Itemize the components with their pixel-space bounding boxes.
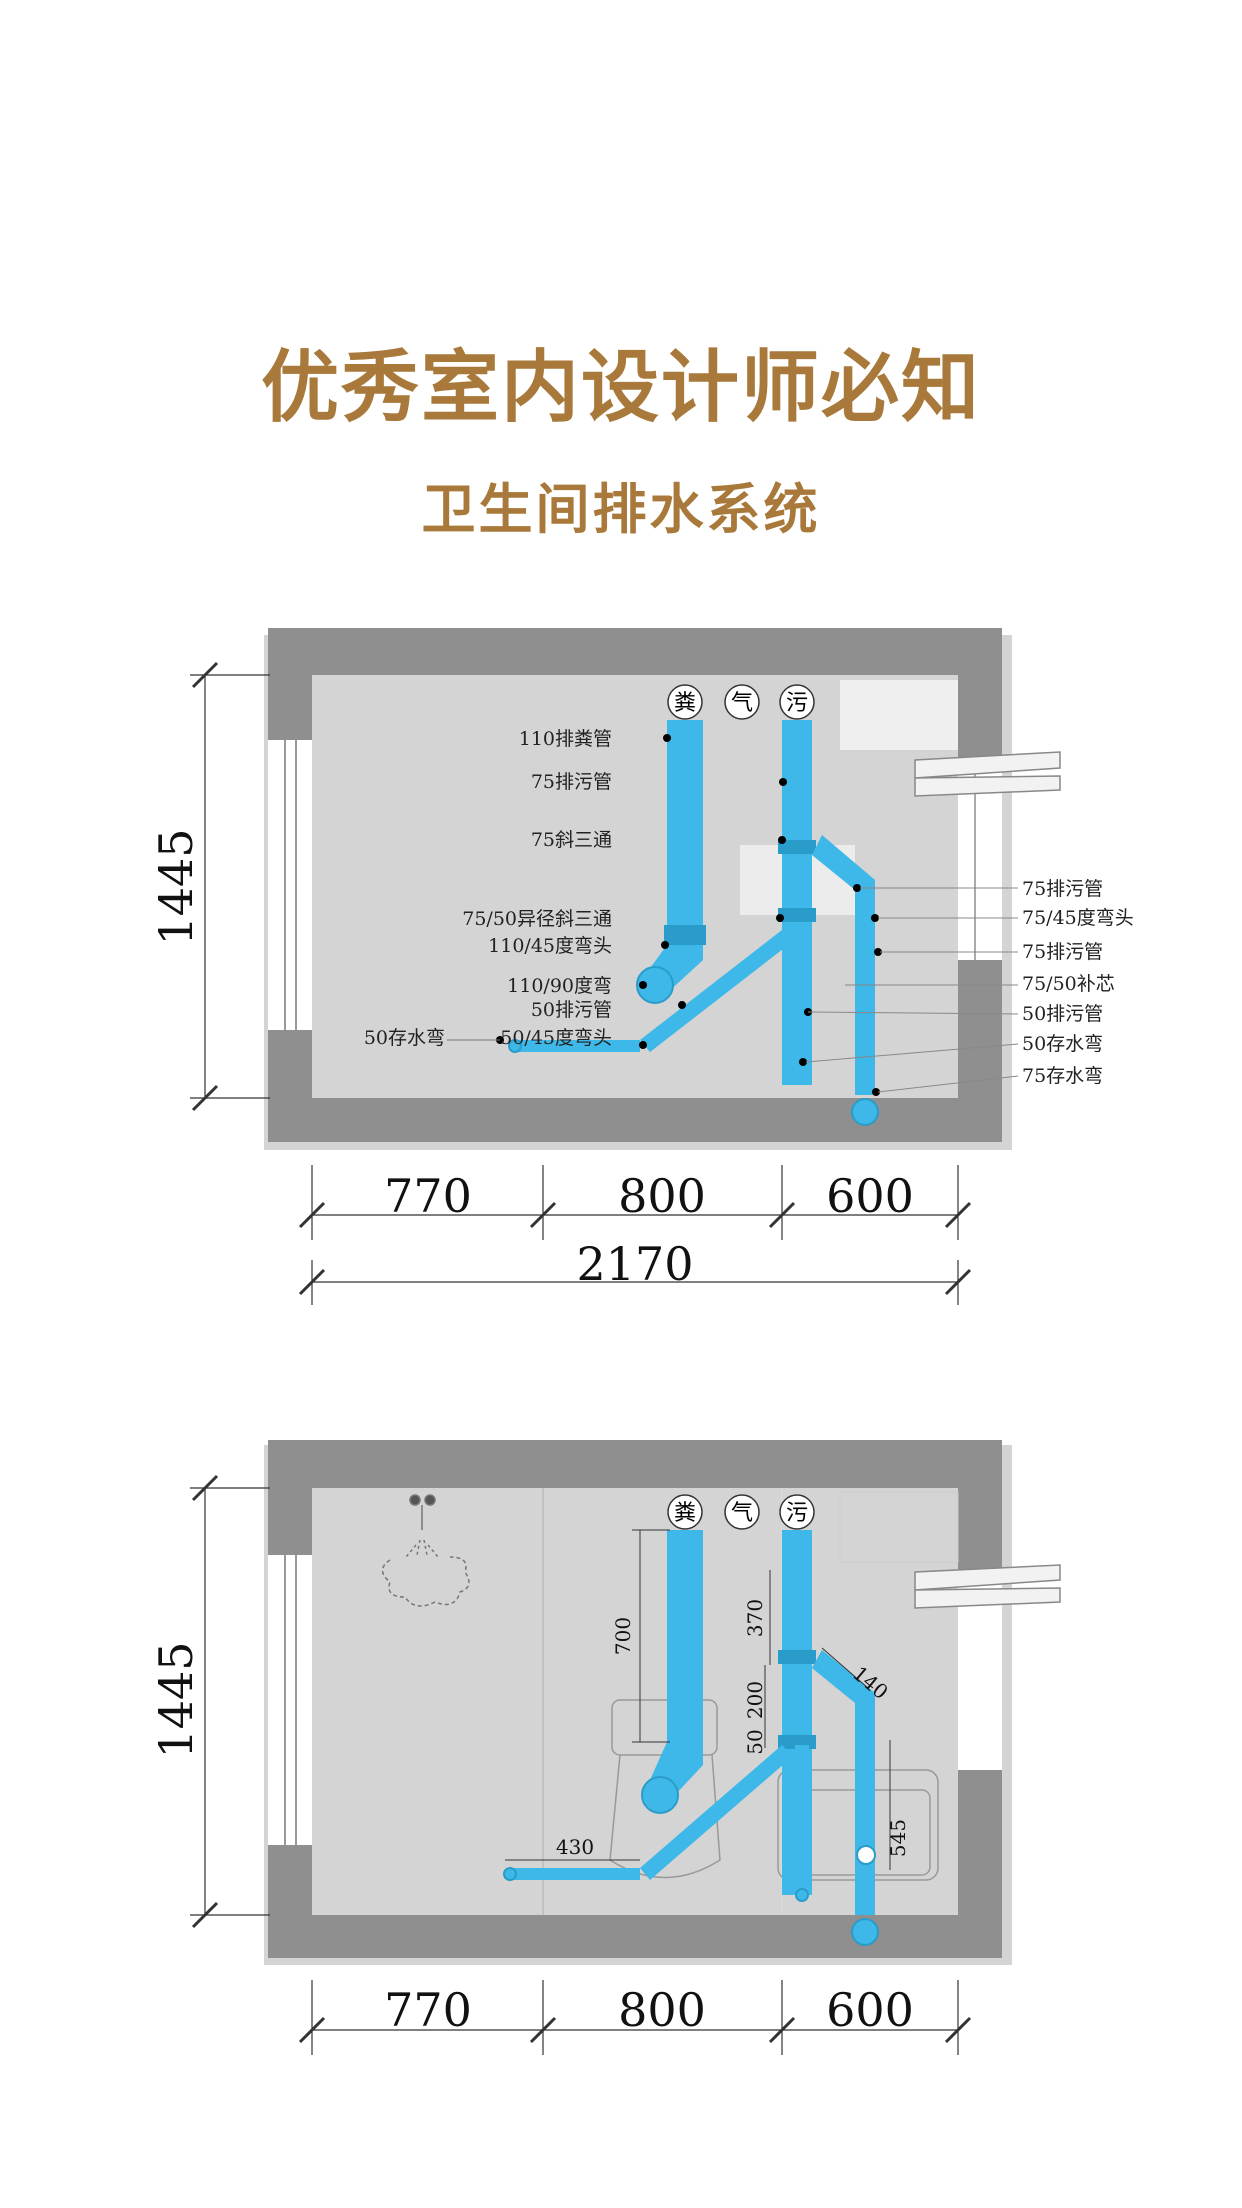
dim-50: 50 — [743, 1729, 767, 1754]
height-dimension — [190, 661, 270, 1112]
tag-waste: 污 — [786, 691, 808, 716]
waste-50-vertical — [795, 1745, 809, 1895]
trap-50 — [503, 1867, 517, 1881]
waste-50-vertical — [795, 930, 809, 1070]
label-r-50-trap: 50存水弯 — [1022, 1033, 1103, 1055]
height-dimension — [190, 1474, 270, 1929]
window-opening — [958, 1570, 1002, 1770]
waste-branch-right — [812, 835, 875, 1095]
soil-pipe-110 — [667, 1530, 703, 1742]
left-labels: 110排粪管 75排污管 75斜三通 75/50异径斜三通 110/45度弯头 … — [364, 728, 612, 1049]
label-r-75-50-bushing: 75/50补芯 — [1022, 973, 1115, 995]
tag-feces: 粪 — [674, 1501, 696, 1526]
shower-head-icon — [381, 1494, 470, 1607]
fixture-region — [840, 680, 958, 750]
label-75-wye: 75斜三通 — [531, 829, 612, 851]
label-r-75-waste-2: 75排污管 — [1022, 941, 1103, 963]
soil-pipe-fitting — [664, 925, 706, 945]
label-50-waste: 50排污管 — [531, 999, 612, 1021]
soil-outlet — [641, 1776, 679, 1814]
waste-50-horizontal — [515, 1040, 640, 1052]
width-dimension — [298, 1980, 972, 2055]
dim-545: 545 — [886, 1819, 910, 1857]
tag-waste: 污 — [786, 1501, 808, 1526]
label-50-45-elbow: 50/45度弯头 — [500, 1027, 612, 1049]
tag-vent: 气 — [731, 691, 753, 716]
soil-pipe-110 — [667, 720, 703, 935]
right-leaders — [805, 887, 1019, 1093]
pipes — [508, 720, 879, 1126]
width-dim-600: 600 — [826, 1169, 914, 1223]
trap-50 — [508, 1039, 522, 1053]
label-75-50-wye: 75/50异径斜三通 — [462, 908, 612, 930]
trap-75 — [851, 1918, 879, 1946]
tag-vent: 气 — [731, 1501, 753, 1526]
fixture-outline — [839, 1491, 959, 1563]
waste-50-diagonal — [640, 930, 792, 1052]
label-50-trap: 50存水弯 — [364, 1027, 445, 1049]
reducer-wye — [778, 1735, 816, 1749]
right-labels: 75排污管 75/45度弯头 75排污管 75/50补芯 50排污管 50存水弯… — [1022, 878, 1134, 1087]
dim-370: 370 — [743, 1599, 767, 1637]
waste-50-diagonal — [640, 1745, 792, 1880]
wye-fitting — [778, 1650, 816, 1664]
window-sash — [914, 751, 1061, 797]
dim-140: 140 — [848, 1661, 893, 1704]
page-title: 优秀室内设计师必知 — [260, 343, 981, 433]
tag-feces: 粪 — [674, 691, 696, 716]
floor-drain-icon — [856, 1845, 876, 1865]
wall-frame — [268, 1440, 1002, 1958]
dim-700: 700 — [611, 1617, 635, 1655]
width-dim-770: 770 — [384, 1169, 472, 1223]
wye-fitting — [778, 840, 816, 854]
label-110-45-elbow: 110/45度弯头 — [488, 935, 612, 957]
page-subtitle: 卫生间排水系统 — [421, 478, 821, 541]
width-dim-800: 800 — [618, 1983, 706, 2037]
toilet-outline-icon — [609, 1699, 721, 1879]
dim-200: 200 — [743, 1681, 767, 1719]
dim-430: 430 — [556, 1835, 594, 1859]
soil-elbow — [650, 1742, 703, 1795]
soil-outlet — [636, 966, 674, 1004]
basin-outline-icon — [777, 1769, 939, 1881]
door-opening — [268, 1555, 312, 1845]
total-width-dim: 2170 — [576, 1237, 693, 1291]
height-dim-label: 1445 — [149, 1641, 203, 1758]
reducer-wye — [778, 908, 816, 922]
window-sash — [914, 1564, 1061, 1609]
pipes — [503, 1530, 879, 1946]
label-r-50-waste: 50排污管 — [1022, 1003, 1103, 1025]
label-110-soil: 110排粪管 — [519, 728, 612, 750]
width-dim-600: 600 — [826, 1983, 914, 2037]
pipe-tags: 粪 气 污 — [667, 684, 815, 720]
label-r-75-trap: 75存水弯 — [1022, 1065, 1103, 1087]
inner-dimensions — [505, 1529, 891, 1870]
width-dim-770: 770 — [384, 1983, 472, 2037]
width-dimension — [298, 1165, 972, 1305]
label-r-75-waste: 75排污管 — [1022, 878, 1103, 900]
pipe-tags: 粪 气 污 — [667, 1494, 815, 1530]
waste-50-horizontal — [510, 1868, 640, 1880]
wall-shadow — [264, 1445, 1012, 1965]
drainage-plan-top: 粪 气 污 110排粪管 7 — [149, 628, 1134, 1305]
trap-50-b — [795, 1888, 809, 1902]
door-opening — [268, 740, 312, 1030]
waste-branch-right — [812, 1650, 875, 1915]
waste-pipe-75 — [782, 1530, 812, 1895]
trap-75 — [851, 1098, 879, 1126]
label-75-waste: 75排污管 — [531, 771, 612, 793]
label-110-90-bend: 110/90度弯 — [507, 975, 612, 997]
width-dim-800: 800 — [618, 1169, 706, 1223]
label-r-75-45-elbow: 75/45度弯头 — [1022, 907, 1134, 929]
height-dim-label: 1445 — [149, 828, 203, 945]
